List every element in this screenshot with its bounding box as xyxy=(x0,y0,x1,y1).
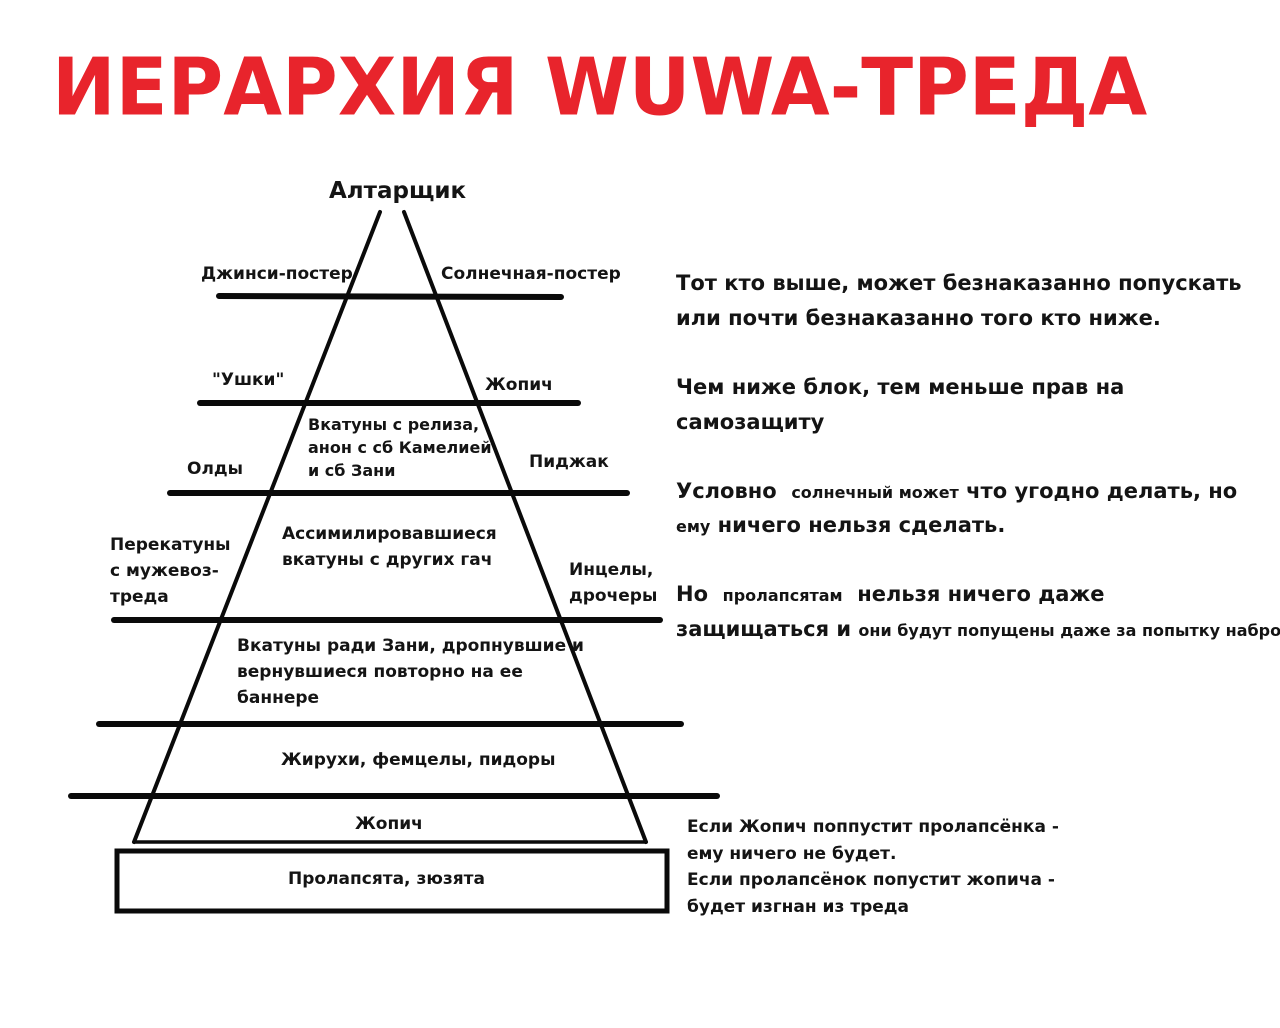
note-line-1: Если Жопич поппустит пролапсёнка - xyxy=(687,817,1059,837)
label-solar-poster: Солнечная-постер xyxy=(441,264,621,284)
rule-2-line-2: самозащиту xyxy=(676,410,825,434)
tier-assimilated-line-2: вкатуны с других гач xyxy=(282,550,493,570)
title-part-2: WUWA-ТРЕДА xyxy=(544,40,1148,134)
note-line-3: Если пролапсёнок попустит жопича - xyxy=(687,870,1055,890)
label-zhopich-right: Жопич xyxy=(485,375,553,395)
label-pidzhak: Пиджак xyxy=(529,452,609,472)
pyramid-right-edge xyxy=(402,210,648,844)
label-jeans-poster: Джинси-постер xyxy=(201,264,353,284)
tier-release-line-1: Вкатуны с релиза, xyxy=(308,415,480,434)
tier-release-line-3: и сб Зани xyxy=(308,461,396,480)
page-title: ИЕРАРХИЯ WUWA-ТРЕДА xyxy=(52,40,1147,135)
apex-label: Алтарщик xyxy=(329,178,467,204)
punishment-note: Если Жопич поппустит пролапсёнка - ему н… xyxy=(687,814,1059,920)
label-oldy: Олды xyxy=(187,459,244,479)
tier-zani-line-3: баннере xyxy=(237,688,320,708)
label-perekatuny: Перекатуны с мужевоз-треда xyxy=(110,535,231,607)
base-label: Пролапсята, зюзята xyxy=(288,869,485,889)
note-line-4: будет изгнан из треда xyxy=(687,896,909,917)
label-incels: Инцелы, дрочеры xyxy=(569,560,658,606)
tier-zani-line-2: вернувшиеся повторно на ее xyxy=(237,662,523,682)
title-part-1: ИЕРАРХИЯ xyxy=(52,40,519,134)
tier-assimilated: Ассимилировавшиеся вкатуны с других гач xyxy=(282,521,497,573)
rule-4-line-1: Но пролапсятам нельзя ничего даже xyxy=(676,582,1105,606)
base-box xyxy=(114,848,670,914)
pyramid-left-edge xyxy=(132,210,382,844)
rule-3-line-2: ему ничего нельзя сделать. xyxy=(676,513,1006,537)
tier-zani: Вкатуны ради Зани, дропнувшие и вернувши… xyxy=(237,633,584,711)
tier-assimilated-line-1: Ассимилировавшиеся xyxy=(282,524,497,544)
tier-release: Вкатуны с релиза, анон с сб Камелией и с… xyxy=(308,413,492,482)
rule-1-line-1: Тот кто выше, может безнаказанно попуска… xyxy=(676,271,1242,295)
tier-zani-line-1: Вкатуны ради Зани, дропнувшие и xyxy=(237,636,584,656)
note-line-2: ему ничего не будет. xyxy=(687,843,897,864)
rule-1-line-2: или почти безнаказанно того кто ниже. xyxy=(676,306,1161,330)
label-ushki: "Ушки" xyxy=(212,370,285,390)
rule-2-line-1: Чем ниже блок, тем меньше прав на xyxy=(676,375,1125,399)
tier-release-line-2: анон с сб Камелией xyxy=(308,438,492,457)
tier-zhopich: Жопич xyxy=(355,814,423,834)
tier-femcel: Жирухи, фемцелы, пидоры xyxy=(281,750,556,770)
divider-1 xyxy=(216,293,564,300)
rule-3-line-1: Условно солнечный может что угодно делат… xyxy=(676,479,1238,503)
rule-4-line-2: защищаться и они будут попущены даже за … xyxy=(676,617,1280,641)
